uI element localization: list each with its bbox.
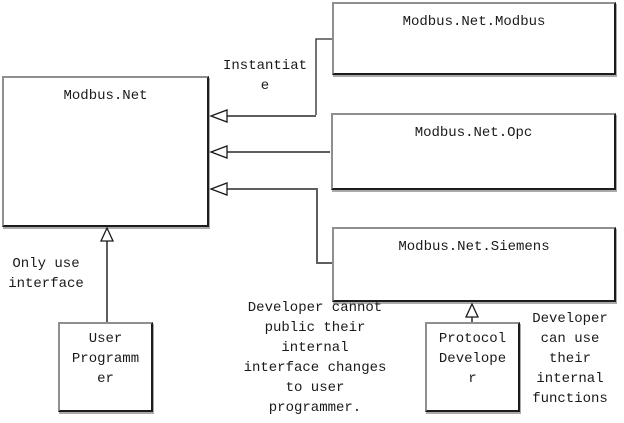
box-modbus-net-modbus-label: Modbus.Net.Modbus [402,14,546,30]
label-instantiate: Instantiat e [222,58,307,94]
connector-siemens-elbow [227,188,332,264]
box-protocol-developer: Protocol Develope r [425,322,520,412]
box-user-programmer: User Programm er [58,322,153,412]
hollow-arrowhead-up-icon [464,302,480,318]
box-modbus-net-modbus: Modbus.Net.Modbus [332,2,616,75]
hollow-arrowhead-left-icon [209,145,228,159]
hollow-arrowhead-left-icon [209,182,228,196]
box-modbus-net-siemens: Modbus.Net.Siemens [332,227,616,302]
box-user-programmer-label: User Programm er [71,331,140,387]
box-modbus-net-opc: Modbus.Net.Opc [331,113,616,190]
label-only-use-interface: Only use interface [8,256,84,292]
label-developer-can-use: Developer can use their internal functio… [532,311,608,407]
box-modbus-net-siemens-label: Modbus.Net.Siemens [398,239,550,255]
connector-modbus-elbow [315,38,332,115]
box-modbus-net-label: Modbus.Net [63,88,148,104]
box-modbus-net: Modbus.Net [2,76,209,227]
box-modbus-net-opc-label: Modbus.Net.Opc [414,125,533,141]
hollow-arrowhead-up-icon [99,226,115,242]
box-protocol-developer-label: Protocol Develope r [438,331,507,387]
hollow-arrowhead-left-icon [209,109,228,123]
label-developer-cannot-public: Developer cannot public their internal i… [243,300,387,416]
